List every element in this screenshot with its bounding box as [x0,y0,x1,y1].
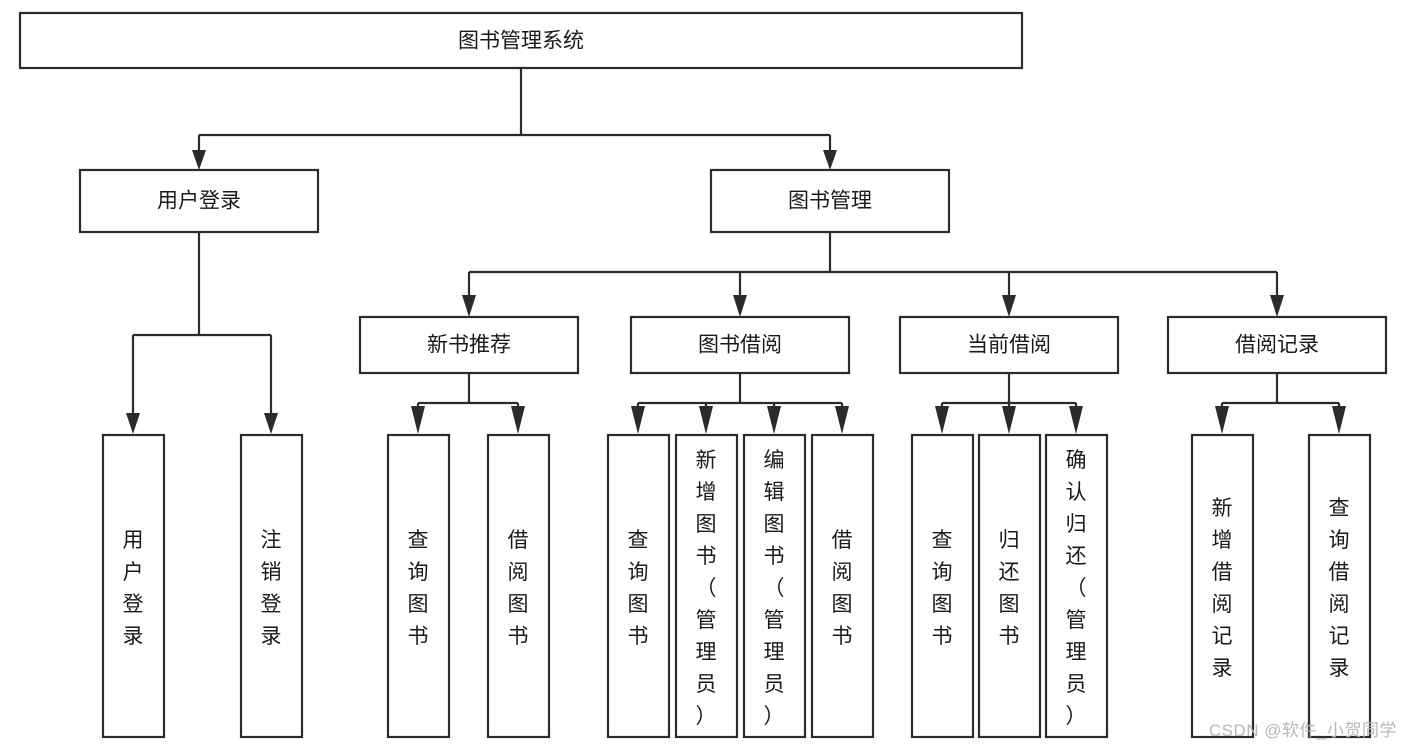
arrow-head-leaf-query-book-2 [631,406,645,434]
connector-layer [126,68,1346,434]
arrow-head-leaf-edit-book [767,406,781,434]
arrow-head-leaf-borrow-book-2 [835,406,849,434]
leaf-query-book-2-box[interactable] [606,433,671,739]
leaf-confirm-return[interactable]: 确认归还（管理员） [1044,433,1109,739]
leaf-query-book-1-label: 查询图书 [408,529,429,648]
arrow-head-leaf-query-book-1 [411,406,425,434]
node-book-borrow-label: 图书借阅 [698,334,782,357]
leaf-user-login-box[interactable] [101,433,166,739]
node-user-login[interactable]: 用户登录 [78,168,320,234]
node-user-login-box[interactable] [78,168,320,234]
leaf-edit-book-label: 编辑图书（管理员） [764,449,785,728]
leaf-borrow-book-2[interactable]: 借阅图书 [810,433,875,739]
node-book-manage-box[interactable] [709,168,951,234]
leaf-logout-login-label: 注销登录 [261,529,282,648]
node-book-borrow[interactable]: 图书借阅 [629,315,851,375]
leaf-add-book[interactable]: 新增图书（管理员） [674,433,739,739]
leaf-query-record-box[interactable] [1307,433,1372,739]
node-root-label: 图书管理系统 [458,30,584,53]
arrow-head-book-manage [823,150,837,170]
arrow-head-borrow-record [1270,295,1284,317]
arrow-head-leaf-query-book-3 [935,406,949,434]
node-new-book-rec[interactable]: 新书推荐 [358,315,580,375]
node-book-manage-label: 图书管理 [788,190,872,213]
leaf-return-book-label: 归还图书 [999,529,1020,648]
leaf-query-book-3[interactable]: 查询图书 [910,433,975,739]
leaf-add-book-box[interactable] [674,433,739,739]
leaf-query-book-1-box[interactable] [386,433,451,739]
leaf-confirm-return-label: 确认归还（管理员） [1066,449,1087,728]
leaf-query-book-3-box[interactable] [910,433,975,739]
node-new-book-rec-label: 新书推荐 [427,334,511,357]
node-root-box[interactable] [18,11,1024,70]
leaf-user-login[interactable]: 用户登录 [101,433,166,739]
leaf-query-book-2-label: 查询图书 [628,529,649,648]
leaf-confirm-return-box[interactable] [1044,433,1109,739]
node-book-borrow-box[interactable] [629,315,851,375]
leaf-borrow-book-1-box[interactable] [486,433,551,739]
leaf-edit-book[interactable]: 编辑图书（管理员） [742,433,807,739]
leaf-borrow-book-2-label: 借阅图书 [832,529,853,648]
arrow-head-current-borrow [1002,295,1016,317]
arrow-head-leaf-query-record [1332,406,1346,434]
node-current-borrow-label: 当前借阅 [967,334,1051,357]
leaf-return-book-box[interactable] [977,433,1042,739]
node-borrow-record-box[interactable] [1166,315,1388,375]
leaf-query-book-2[interactable]: 查询图书 [606,433,671,739]
leaf-add-book-label: 新增图书（管理员） [696,449,717,728]
leaf-query-record-label: 查询借阅记录 [1329,497,1350,680]
arrow-head-leaf-borrow-book-1 [511,406,525,434]
leaf-return-book[interactable]: 归还图书 [977,433,1042,739]
leaf-query-book-1[interactable]: 查询图书 [386,433,451,739]
node-user-login-label: 用户登录 [157,190,241,213]
leaf-edit-book-box[interactable] [742,433,807,739]
node-root[interactable]: 图书管理系统 [18,11,1024,70]
leaf-add-record-box[interactable] [1190,433,1255,739]
arrow-head-user-login [192,150,206,170]
arrow-head-leaf-add-record [1215,406,1229,434]
node-borrow-record-label: 借阅记录 [1235,334,1319,357]
node-current-borrow-box[interactable] [898,315,1120,375]
arrow-head-new-book-rec [462,295,476,317]
leaf-user-login-label: 用户登录 [123,529,144,648]
leaf-logout-login-box[interactable] [239,433,304,739]
leaf-add-record[interactable]: 新增借阅记录 [1190,433,1255,739]
arrow-head-leaf-return-book [1002,406,1016,434]
node-new-book-rec-box[interactable] [358,315,580,375]
leaf-logout-login[interactable]: 注销登录 [239,433,304,739]
leaf-borrow-book-1[interactable]: 借阅图书 [486,433,551,739]
node-borrow-record[interactable]: 借阅记录 [1166,315,1388,375]
arrow-head-leaf-logout-login [264,413,278,434]
node-book-manage[interactable]: 图书管理 [709,168,951,234]
arrow-head-leaf-add-book [699,406,713,434]
leaf-query-record[interactable]: 查询借阅记录 [1307,433,1372,739]
leaf-borrow-book-2-box[interactable] [810,433,875,739]
leaf-query-book-3-label: 查询图书 [932,529,953,648]
arrow-head-leaf-user-login [126,413,140,434]
leaf-add-record-label: 新增借阅记录 [1212,497,1233,680]
node-current-borrow[interactable]: 当前借阅 [898,315,1120,375]
arrow-head-leaf-confirm-return [1069,406,1083,434]
arrow-head-book-borrow [733,295,747,317]
leaf-borrow-book-1-label: 借阅图书 [508,529,529,648]
